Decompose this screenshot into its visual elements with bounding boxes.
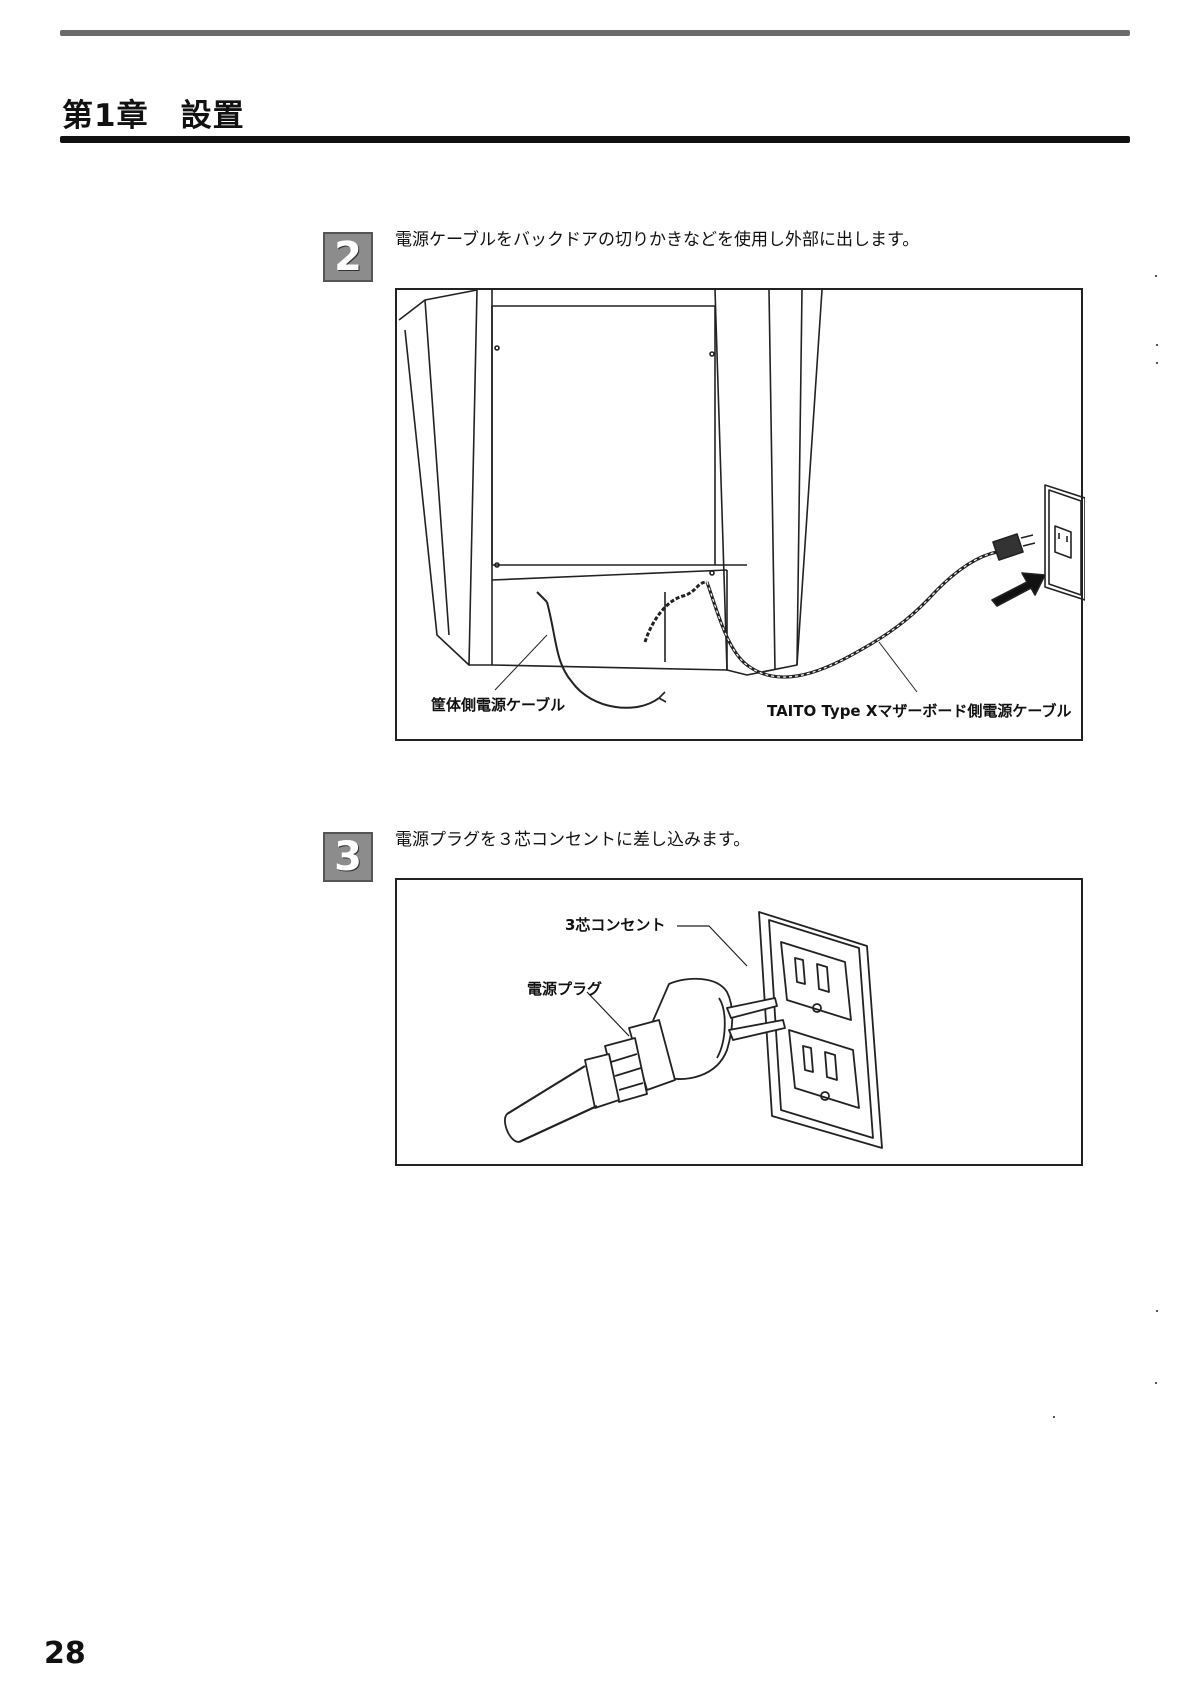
scan-mark [1156,344,1158,346]
callout-outlet: 3芯コンセント [565,916,666,934]
scan-mark [1155,275,1157,277]
page-number: 28 [44,1636,86,1671]
callout-cabinet-cable: 筐体側電源ケーブル [431,696,566,714]
callout-plug: 電源プラグ [527,980,603,998]
step-2-figure: 筐体側電源ケーブル TAITO Type Xマザーボード側電源ケーブル [395,288,1085,741]
plug-outlet-illustration [504,911,883,1149]
scan-mark [1053,1416,1055,1418]
callout-motherboard-cable: TAITO Type Xマザーボード側電源ケーブル [767,702,1072,720]
scan-mark [1155,1382,1157,1384]
cabinet-back-illustration [398,290,1085,709]
step-3-text: 電源プラグを３芯コンセントに差し込みます。 [395,830,751,850]
step-3-badge: 3 [323,832,373,882]
step-2-badge: 2 [323,232,373,282]
step-3-figure: 3芯コンセント 電源プラグ [395,878,1083,1166]
top-rule [60,30,1130,36]
chapter-title: 第1章 設置 [62,98,245,134]
scan-mark [1156,1310,1158,1312]
step-2-text: 電源ケーブルをバックドアの切りかきなどを使用し外部に出します。 [395,230,920,250]
scan-mark [1156,362,1158,364]
chapter-rule [60,136,1130,143]
